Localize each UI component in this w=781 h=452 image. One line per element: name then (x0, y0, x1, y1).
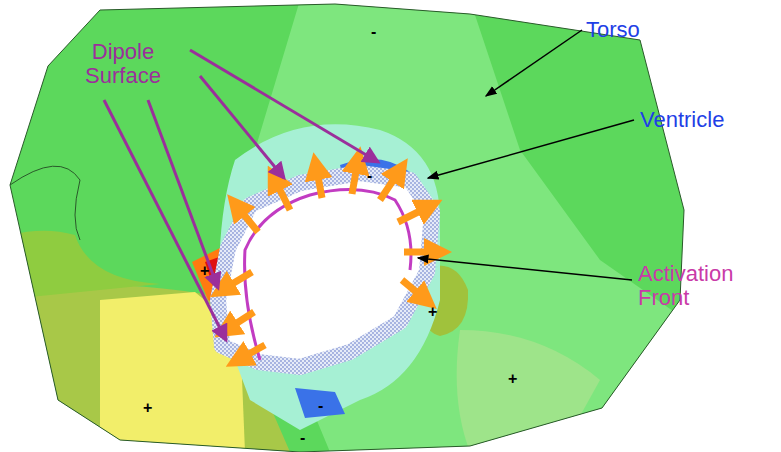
polarity-sign: + (508, 371, 517, 387)
polarity-sign: - (371, 24, 376, 40)
callout-label: Torso (586, 18, 640, 42)
polarity-sign: - (367, 168, 372, 184)
polarity-sign: + (200, 263, 209, 279)
callout-label: Dipole Surface (68, 40, 178, 88)
polarity-sign: - (318, 398, 323, 414)
callout-label: Activation Front (638, 262, 756, 310)
callout-label: Ventricle (640, 108, 724, 132)
polarity-sign: + (428, 304, 437, 320)
polarity-sign: - (300, 430, 305, 446)
polarity-sign: + (143, 400, 152, 416)
